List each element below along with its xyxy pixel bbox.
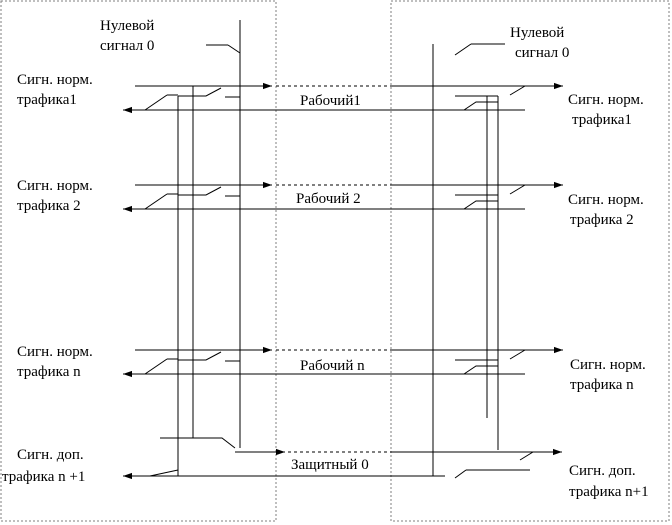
channel-n-link-label: Рабочий n [300,358,365,374]
channel-2-left-label-line1: Сигн. норм. [17,178,93,194]
left-zero-signal-label-line2: сигнал 0 [100,38,154,54]
channel-2-left-label-line2: трафика 2 [17,198,81,214]
channel-n-right-label-line1: Сигн. норм. [570,357,646,373]
right-node-box [390,0,670,522]
channel-n-wiring [123,346,563,378]
protection-right-label-line1: Сигн. доп. [569,463,636,479]
left-zero-signal-switch [206,44,241,54]
channel-1-left-label-line2: трафика1 [17,92,77,108]
channel-2-wiring [123,181,563,213]
channel-2-link-label: Рабочий 2 [296,191,361,207]
right-zero-signal-switch [454,43,505,56]
protection-left-label-line2: трафика n +1 [2,469,85,485]
channel-2-right-label-line2: трафика 2 [570,212,634,228]
protection-left-label-line1: Сигн. доп. [17,447,84,463]
channel-1-link-label: Рабочий1 [300,93,361,109]
left-zero-signal-label-line1: Нулевой [100,18,154,34]
channel-1-right-label-line2: трафика1 [572,112,632,128]
right-zero-signal-label-line1: Нулевой [510,25,564,41]
protection-channel-wiring [123,416,562,480]
protection-link-label: Защитный 0 [291,457,369,473]
channel-n-left-label-line1: Сигн. норм. [17,344,93,360]
right-zero-signal-label-line2: сигнал 0 [515,45,569,61]
protection-right-label-line2: трафика n+1 [569,484,649,500]
channel-n-left-label-line2: трафика n [17,364,81,380]
channel-1-left-label-line1: Сигн. норм. [17,72,93,88]
channel-n-right-label-line2: трафика n [570,377,634,393]
channel-2-right-label-line1: Сигн. норм. [568,192,644,208]
channel-1-right-label-line1: Сигн. норм. [568,92,644,108]
left-node-box [0,0,277,522]
channel-1-wiring [123,82,563,114]
